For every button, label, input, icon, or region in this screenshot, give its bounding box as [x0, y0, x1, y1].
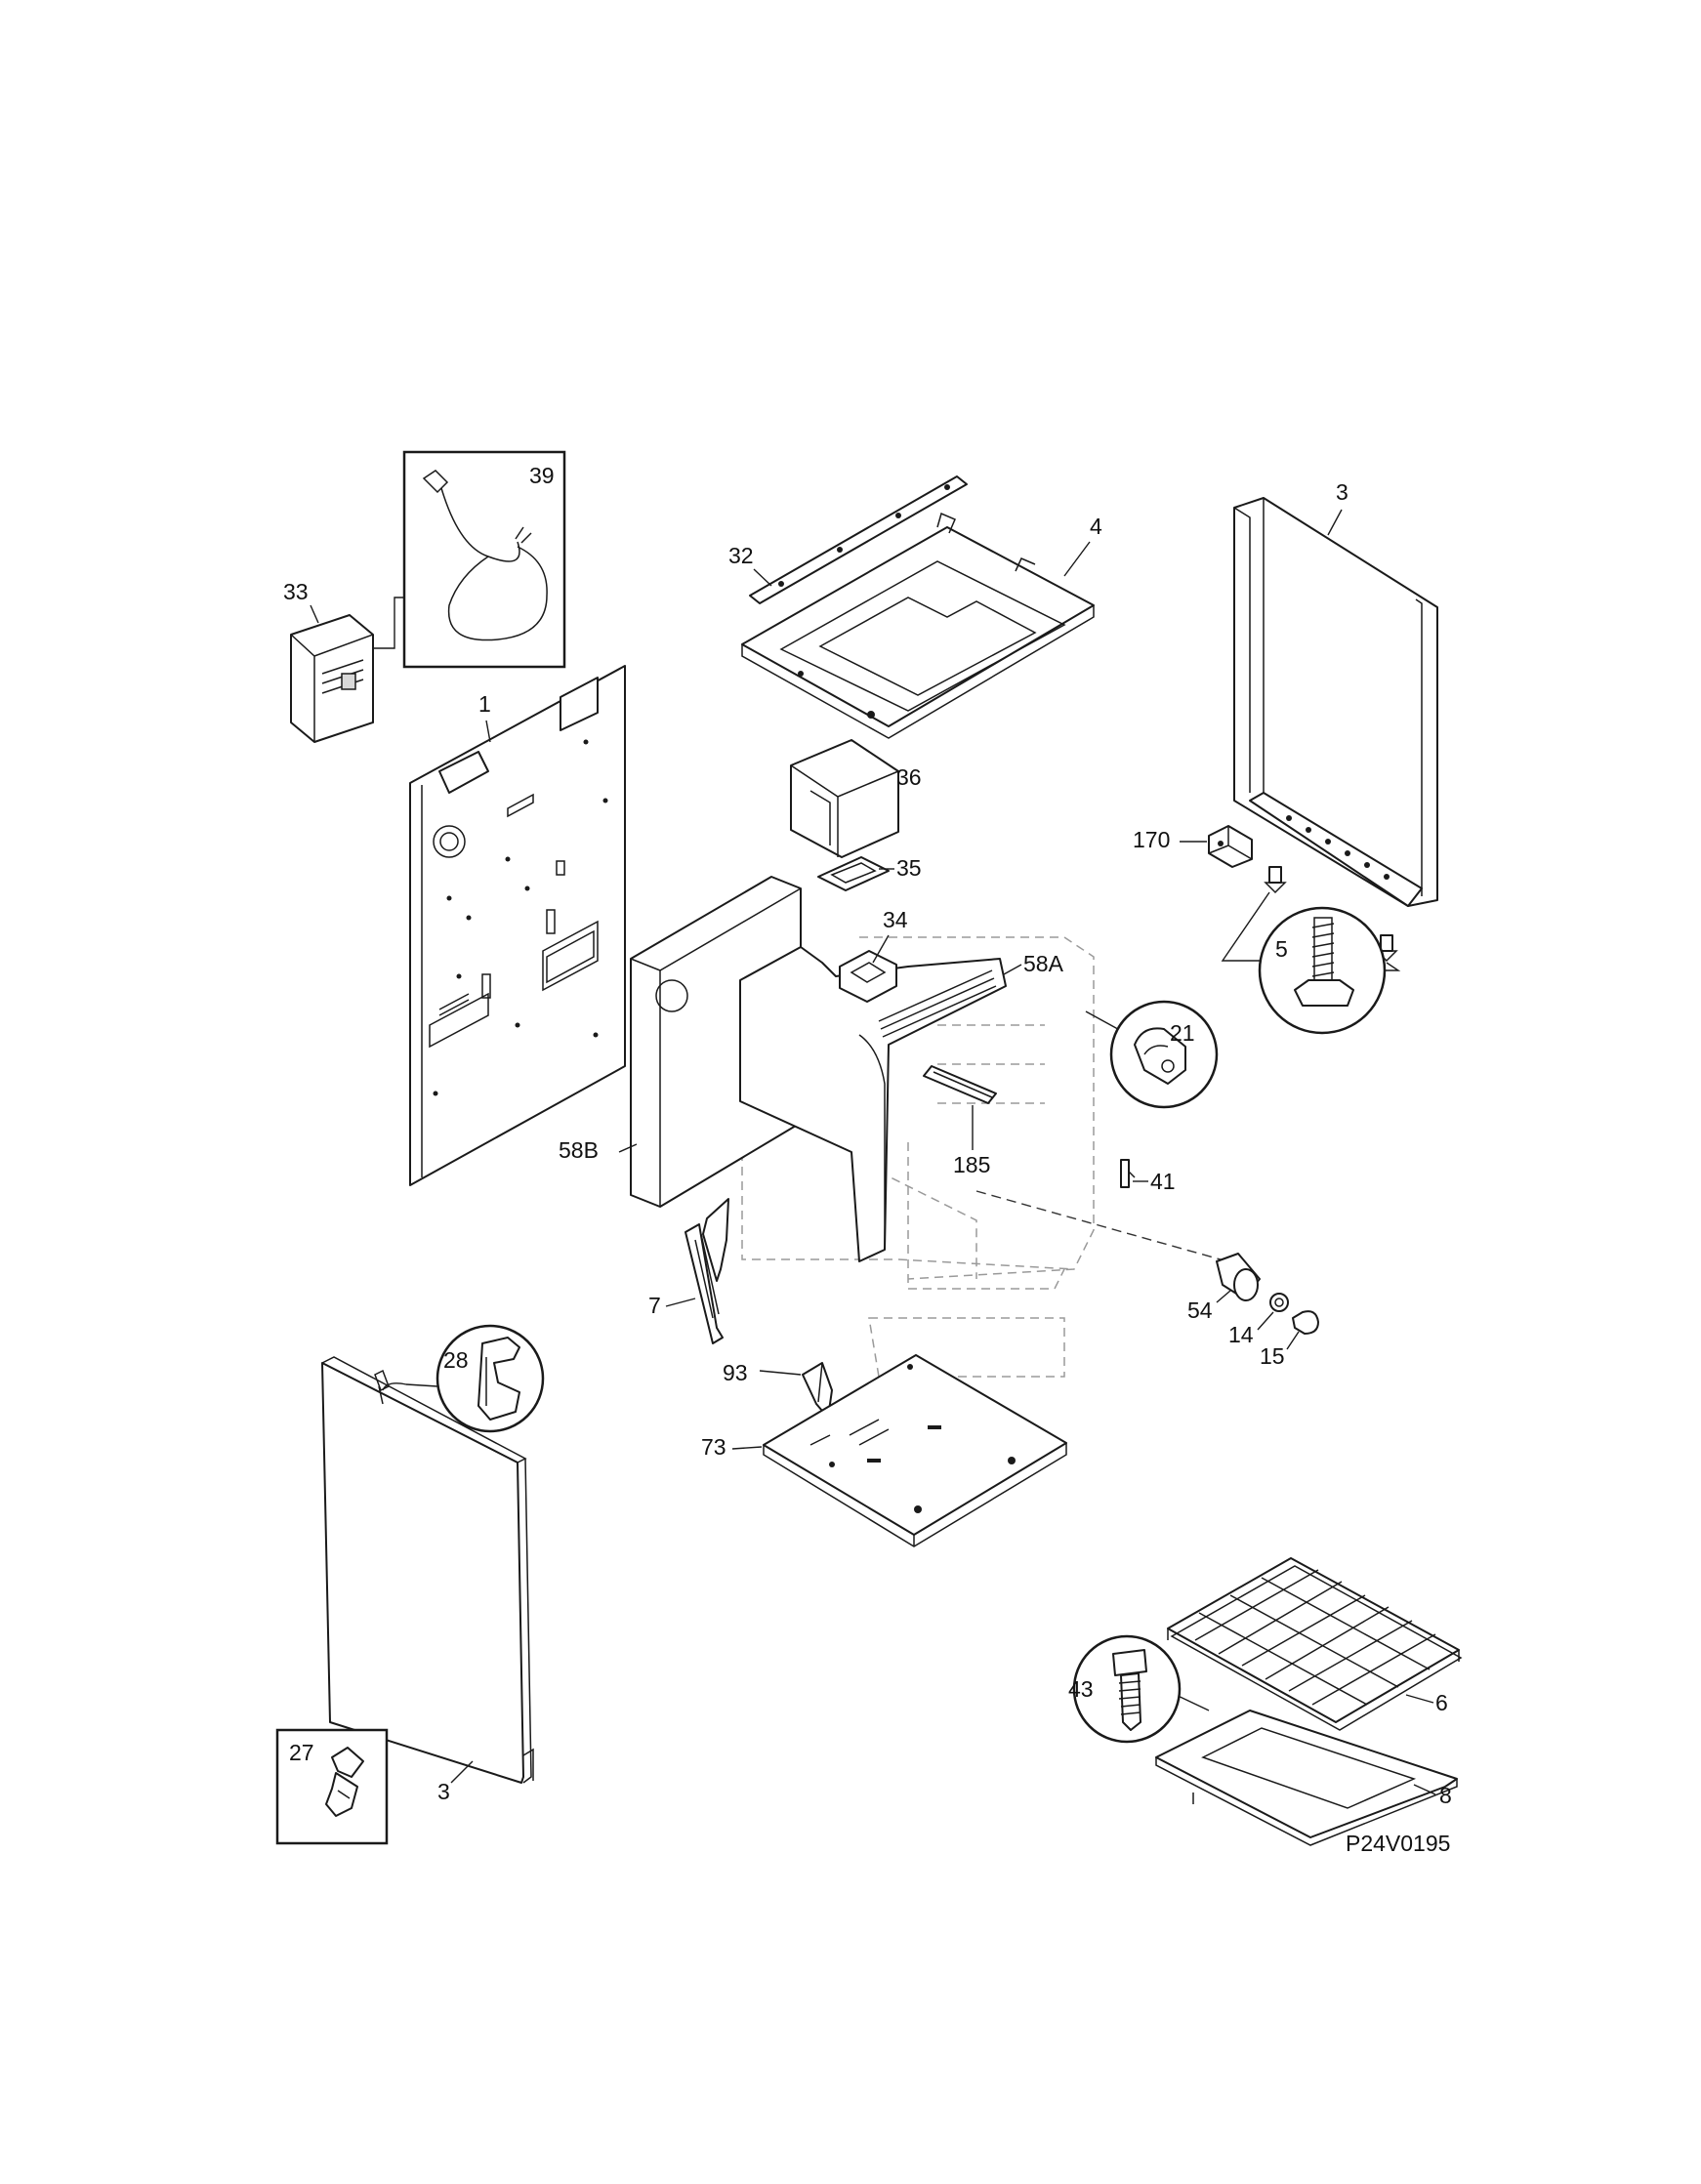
leader-39 [373, 597, 404, 649]
label-54: 54 [1187, 1298, 1213, 1323]
leader-93 [759, 1370, 802, 1376]
label-7: 7 [648, 1293, 661, 1318]
vent-duct-36[interactable] [790, 739, 899, 858]
label-33: 33 [283, 579, 309, 604]
label-3-top: 3 [1336, 479, 1348, 505]
side-panel-3-right[interactable] [1233, 497, 1438, 907]
lamp-socket-part-14[interactable] [1269, 1293, 1289, 1312]
leader-34 [872, 934, 890, 964]
label-6: 6 [1435, 1690, 1448, 1715]
label-58B: 58B [559, 1137, 599, 1163]
vent-gasket-35[interactable] [817, 856, 890, 891]
cooktop-support-4[interactable] [741, 512, 1095, 739]
label-170: 170 [1133, 827, 1170, 852]
label-3-bottom: 3 [437, 1779, 450, 1804]
label-36: 36 [896, 764, 922, 790]
clip-41[interactable] [1120, 1159, 1136, 1188]
leader-58A [1003, 964, 1022, 975]
label-41: 41 [1150, 1169, 1176, 1194]
leveling-bracket-170[interactable] [1208, 825, 1253, 868]
leader-54 [1216, 1290, 1231, 1303]
leader-4 [1063, 541, 1091, 577]
label-1: 1 [478, 691, 491, 717]
diagram-code: P24V0195 [1346, 1831, 1450, 1856]
label-4: 4 [1090, 514, 1102, 539]
leader-1 [485, 720, 491, 743]
label-15: 15 [1260, 1343, 1285, 1369]
leader-33 [310, 604, 319, 624]
label-39: 39 [529, 463, 555, 488]
label-27: 27 [289, 1740, 314, 1765]
hinge-receiver-detail-28[interactable] [436, 1324, 545, 1433]
screw-detail-43[interactable] [1072, 1634, 1182, 1744]
leader-15 [1286, 1331, 1300, 1350]
label-14: 14 [1228, 1322, 1254, 1347]
mounting-strip-32[interactable] [749, 475, 968, 604]
label-28: 28 [443, 1347, 469, 1373]
bottom-panel-73[interactable] [763, 1354, 1067, 1547]
bracket-93[interactable] [802, 1362, 833, 1419]
oven-rack-6[interactable] [1167, 1557, 1463, 1731]
label-43: 43 [1068, 1676, 1094, 1702]
label-21: 21 [1170, 1020, 1195, 1046]
hinge-7[interactable] [685, 1198, 729, 1344]
label-8: 8 [1439, 1783, 1452, 1808]
clip-inset-27[interactable] [275, 1728, 389, 1845]
vent-tube-185[interactable] [923, 1065, 997, 1104]
broiler-pan-8[interactable] [1155, 1710, 1458, 1846]
label-5: 5 [1275, 936, 1288, 962]
lamp-bulb-15[interactable] [1292, 1310, 1319, 1335]
side-panel-3-left[interactable] [321, 1356, 534, 1784]
leader-14 [1257, 1311, 1274, 1331]
leader-3-top [1327, 509, 1343, 536]
clip-detail-21[interactable] [1109, 1000, 1219, 1109]
leveling-leg-detail-5[interactable] [1258, 906, 1387, 1035]
leader-8 [1413, 1784, 1436, 1795]
leader-73 [731, 1446, 763, 1450]
label-35: 35 [896, 855, 922, 881]
label-34: 34 [883, 907, 908, 932]
label-32: 32 [728, 543, 754, 568]
power-cord-inset[interactable] [402, 450, 566, 669]
label-73: 73 [701, 1434, 726, 1460]
leader-32 [753, 568, 772, 587]
label-58A: 58A [1023, 951, 1064, 976]
insulation-plug-34[interactable] [839, 950, 897, 1003]
label-93: 93 [723, 1360, 748, 1385]
leveling-screw-small-left[interactable] [1264, 866, 1287, 894]
leader-3-bottom [450, 1760, 474, 1784]
lamp-socket-54[interactable] [1216, 1253, 1261, 1301]
label-185: 185 [953, 1152, 990, 1177]
oven-cavity-outline [741, 936, 1095, 1378]
lamp-axis-line [975, 1190, 1241, 1266]
leader-5-left [1221, 891, 1270, 962]
leader-58B [618, 1143, 638, 1153]
terminal-block-33[interactable] [290, 614, 374, 743]
leader-6 [1405, 1694, 1434, 1704]
rear-panel-1[interactable] [409, 665, 626, 1186]
leader-7 [665, 1298, 696, 1307]
